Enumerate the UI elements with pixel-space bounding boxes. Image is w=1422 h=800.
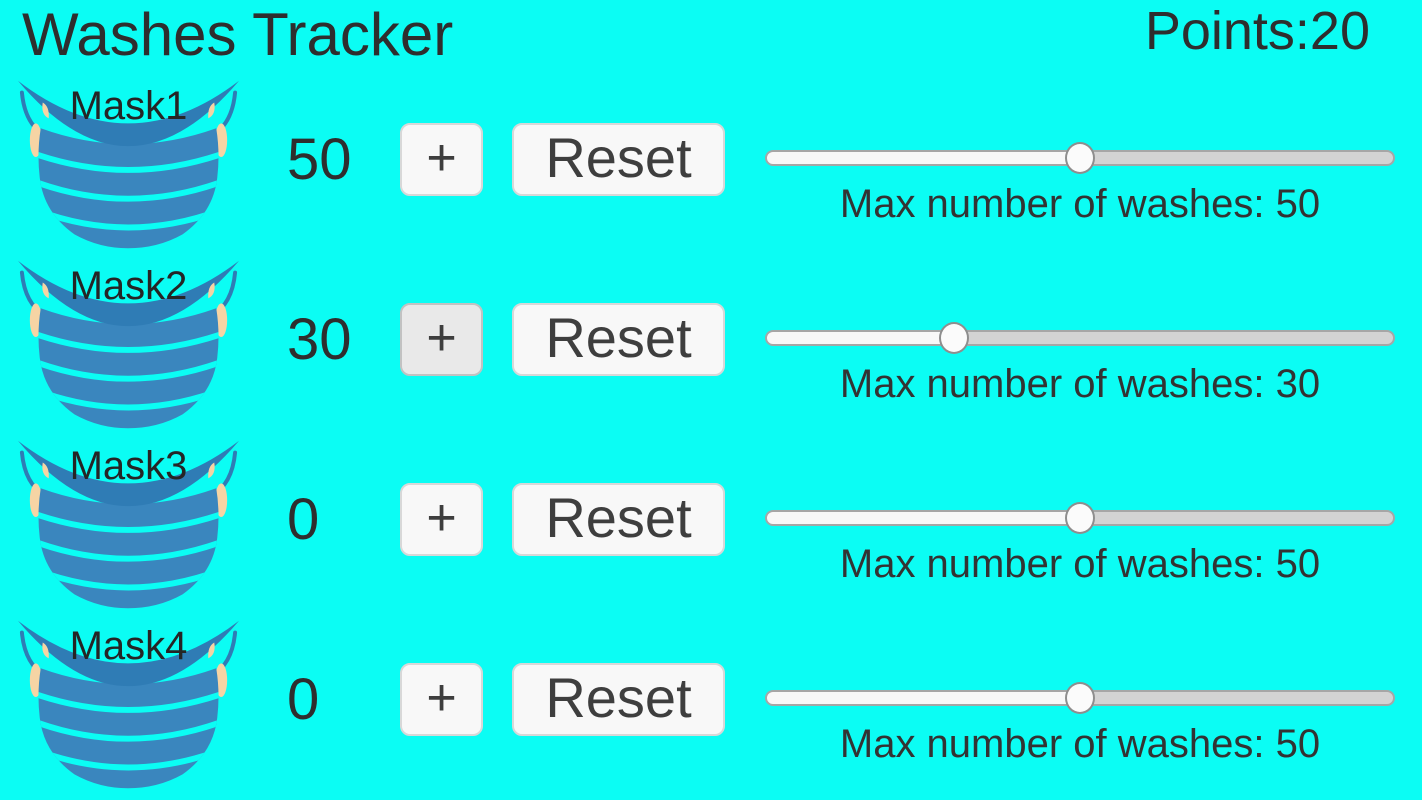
wash-count: 0 — [287, 487, 320, 552]
max-washes-slider[interactable] — [765, 142, 1395, 174]
max-washes-caption: Max number of washes: 30 — [839, 362, 1321, 406]
max-washes-caption: Max number of washes: 50 — [839, 542, 1321, 586]
points-label: Points: — [1144, 1, 1310, 61]
mask-name-label: Mask2 — [69, 264, 188, 308]
mask-row-1: Mask1 50 + Reset Max number of washes: 5… — [0, 78, 1422, 260]
page-title: Washes Tracker — [22, 1, 454, 68]
max-washes-caption: Max number of washes: 50 — [839, 722, 1321, 766]
slider-thumb[interactable] — [939, 322, 969, 354]
increment-wash-button[interactable]: + — [400, 123, 483, 196]
reset-button[interactable]: Reset — [512, 483, 725, 556]
increment-wash-button[interactable]: + — [400, 483, 483, 556]
slider-thumb[interactable] — [1065, 142, 1095, 174]
mask-row-2: Mask2 30 + Reset Max number of washes: 3… — [0, 258, 1422, 440]
wash-count: 0 — [287, 667, 320, 732]
wash-count: 50 — [287, 127, 352, 192]
max-washes-slider[interactable] — [765, 322, 1395, 354]
reset-button[interactable]: Reset — [512, 663, 725, 736]
max-washes-slider[interactable] — [765, 682, 1395, 714]
slider-thumb[interactable] — [1065, 502, 1095, 534]
mask-name-label: Mask3 — [69, 444, 188, 488]
mask-icon: Mask4 — [12, 618, 245, 790]
max-washes-caption: Max number of washes: 50 — [839, 182, 1321, 226]
max-washes-slider[interactable] — [765, 502, 1395, 534]
points-display: Points:20 — [1144, 1, 1370, 61]
mask-icon: Mask2 — [12, 258, 245, 430]
wash-count: 30 — [287, 307, 352, 372]
points-value: 20 — [1309, 1, 1370, 61]
reset-button[interactable]: Reset — [512, 303, 725, 376]
slider-track[interactable] — [765, 330, 1395, 346]
increment-wash-button[interactable]: + — [400, 663, 483, 736]
mask-icon: Mask3 — [12, 438, 245, 610]
mask-icon: Mask1 — [12, 78, 245, 250]
mask-row-3: Mask3 0 + Reset Max number of washes: 50 — [0, 438, 1422, 620]
reset-button[interactable]: Reset — [512, 123, 725, 196]
slider-thumb[interactable] — [1065, 682, 1095, 714]
increment-wash-button[interactable]: + — [400, 303, 483, 376]
mask-name-label: Mask1 — [69, 84, 188, 128]
mask-name-label: Mask4 — [69, 624, 188, 668]
mask-row-4: Mask4 0 + Reset Max number of washes: 50 — [0, 618, 1422, 800]
